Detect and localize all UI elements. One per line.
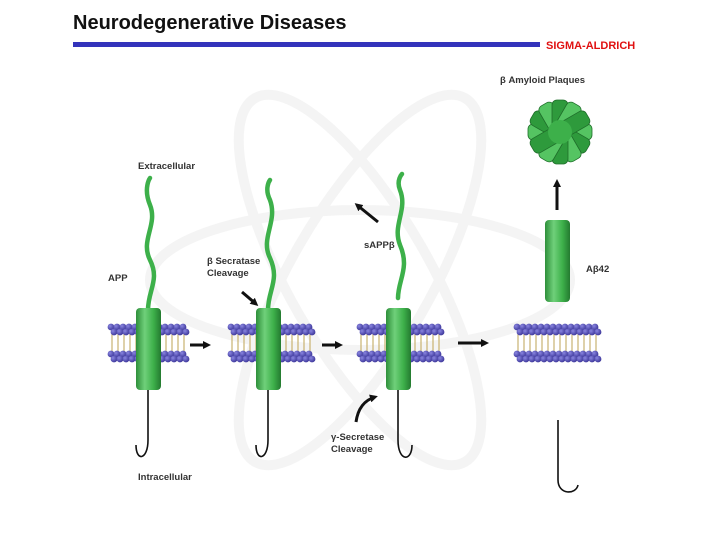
label-app: APP	[108, 273, 128, 284]
label-beta-secretase-line1: β Secratase	[207, 256, 260, 267]
label-intracellular: Intracellular	[138, 472, 192, 483]
bilayer-segment	[513, 323, 602, 363]
brand-logo-text: SIGMA-ALDRICH	[546, 40, 636, 52]
label-gamma-secretase-line1: γ-Secretase	[331, 432, 384, 443]
app-protein-1	[135, 175, 161, 458]
label-gamma-secretase-line2: Cleavage	[331, 444, 373, 455]
amyloid-plaque	[527, 99, 593, 165]
label-sappb: sAPPβ	[364, 240, 395, 251]
label-beta-secretase-line2: Cleavage	[207, 268, 249, 279]
process-arrows	[190, 179, 561, 423]
title-rule	[73, 42, 540, 47]
label-extracellular: Extracellular	[138, 161, 195, 172]
plaque-core	[548, 120, 572, 144]
lipid-bilayers	[107, 323, 602, 363]
slide-title: Neurodegenerative Diseases	[73, 12, 347, 34]
label-abeta42: Aβ42	[586, 264, 609, 275]
app-protein-3	[386, 171, 413, 458]
app-protein-2	[255, 177, 281, 458]
abeta42-fragment	[545, 220, 579, 493]
label-beta-amyloid-plaques: β Amyloid Plaques	[500, 75, 585, 86]
